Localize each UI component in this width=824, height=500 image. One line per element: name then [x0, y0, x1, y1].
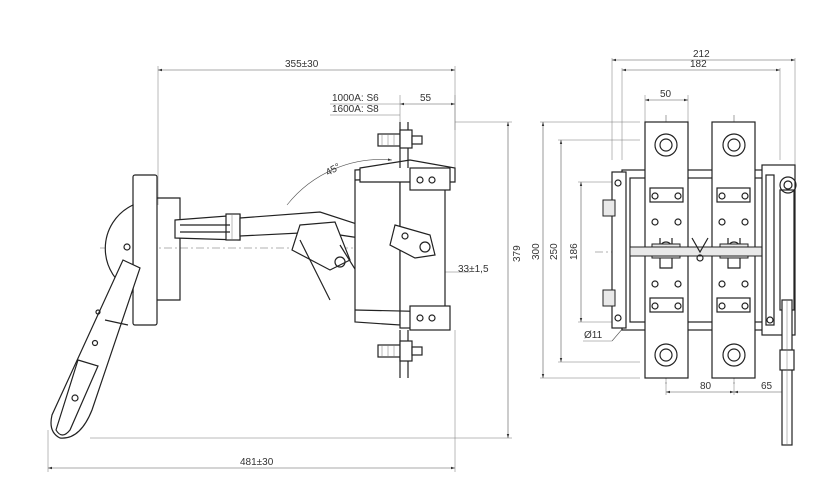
- dim-side-offset: 65: [761, 381, 773, 392]
- label-variant-s6: 1000A: S6: [332, 93, 379, 104]
- dim-contact-offset: 55: [420, 93, 432, 104]
- front-view: 212 182 50 300 250 186 Ø11 80 65: [531, 49, 797, 446]
- dim-overall-length: 481±30: [240, 457, 274, 468]
- dim-width-inner: 182: [690, 59, 707, 70]
- dim-height: 379: [512, 245, 523, 262]
- dim-height-outer: 300: [531, 243, 542, 260]
- dim-width-outer: 212: [693, 49, 710, 60]
- dim-shaft-offset: 33±1,5: [458, 264, 489, 275]
- dim-plate-width: 50: [660, 89, 672, 100]
- dim-height-mid: 250: [549, 243, 560, 260]
- dim-hole-dia: Ø11: [584, 330, 603, 341]
- dim-height-inner: 186: [569, 243, 580, 260]
- dim-handle-angle: 45°: [324, 162, 343, 179]
- label-variant-s8: 1600A: S8: [332, 104, 379, 115]
- dim-overall-depth: 355±30: [285, 59, 319, 70]
- side-view: 355±30 55 1000A: S6 1600A: S8 379 481±30…: [47, 59, 523, 472]
- dim-pole-pitch: 80: [700, 381, 712, 392]
